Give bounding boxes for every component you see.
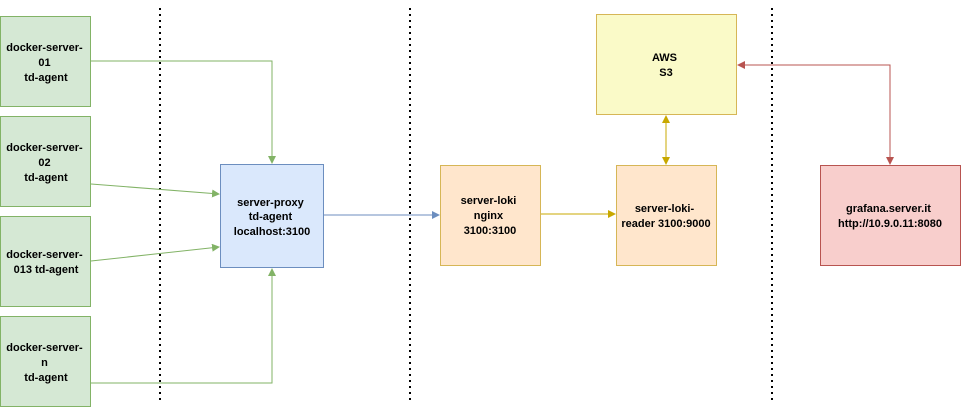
node-label: S3 [659,67,672,79]
nodes: docker-server- 01 td-agent docker-server… [0,14,961,407]
node-box [0,116,91,207]
svg-text:docker-server- 02: docker-server- 02 td-agent [6,142,86,184]
node-box [440,165,541,266]
node-box [0,316,91,407]
node-label: 3100:3100 [464,225,517,237]
edge-docker-013-to-proxy [90,243,220,262]
node-label: td-agent [249,211,293,223]
node-box [820,165,961,266]
node-label: 013 td-agent [14,264,79,276]
node-box [616,165,717,266]
svg-text:docker-server- n: docker-server- n td-agent [6,342,86,384]
node-label: AWS [652,52,677,64]
edge-docker-n-to-proxy [91,268,276,384]
node-aws-s3[interactable]: AWS S3 [596,14,737,115]
node-label: 01 [38,57,50,69]
node-label: http://10.9.0.11:8080 [838,218,942,230]
svg-text:docker-server- 013 td-: docker-server- 013 td-agent [6,249,86,276]
svg-text:grafana.server.it http: grafana.server.it http://10.9.0.11:8080 [838,203,942,230]
svg-text:docker-server- 01: docker-server- 01 td-agent [6,42,86,84]
node-box [596,14,737,115]
edge-docker-02-to-proxy [90,183,220,198]
edges [90,60,894,384]
node-label: server-proxy [237,197,305,209]
node-label: 02 [38,157,50,169]
svg-text:AWS S3: AWS S3 [652,52,680,79]
node-docker-server-01[interactable]: docker-server- 01 td-agent [0,16,91,107]
node-docker-server-n[interactable]: docker-server- n td-agent [0,316,91,407]
node-label: server-loki- [635,203,695,215]
node-server-proxy[interactable]: server-proxy td-agent localhost:3100 [220,164,324,268]
node-grafana[interactable]: grafana.server.it http://10.9.0.11:8080 [820,165,961,266]
node-label: reader 3100:9000 [621,218,710,230]
node-box [0,216,91,307]
node-label: docker-server- [6,142,83,154]
node-label: docker-server- [6,342,83,354]
svg-text:server-loki nginx: server-loki nginx 3100:3100 [461,195,520,237]
node-server-loki-nginx[interactable]: server-loki nginx 3100:3100 [440,165,541,266]
node-label: nginx [474,210,504,222]
node-docker-server-013[interactable]: docker-server- 013 td-agent [0,216,91,307]
node-label: td-agent [24,172,68,184]
node-label: td-agent [24,372,68,384]
node-label: td-agent [24,72,68,84]
svg-text:server-loki- reader 31: server-loki- reader 3100:9000 [621,203,710,230]
edge-docker-01-to-proxy [91,60,276,164]
edge-grafana-to-s3 [737,61,894,165]
node-label: docker-server- [6,249,83,261]
node-label: localhost:3100 [234,226,310,238]
node-label: n [41,357,48,369]
node-server-loki-reader[interactable]: server-loki- reader 3100:9000 [616,165,717,266]
svg-text:server-proxy td-agent: server-proxy td-agent localhost:3100 [234,197,310,238]
node-label: server-loki [461,195,517,207]
node-label: grafana.server.it [846,203,931,215]
node-box [0,16,91,107]
node-box [220,164,324,268]
node-docker-server-02[interactable]: docker-server- 02 td-agent [0,116,91,207]
node-label: docker-server- [6,42,83,54]
